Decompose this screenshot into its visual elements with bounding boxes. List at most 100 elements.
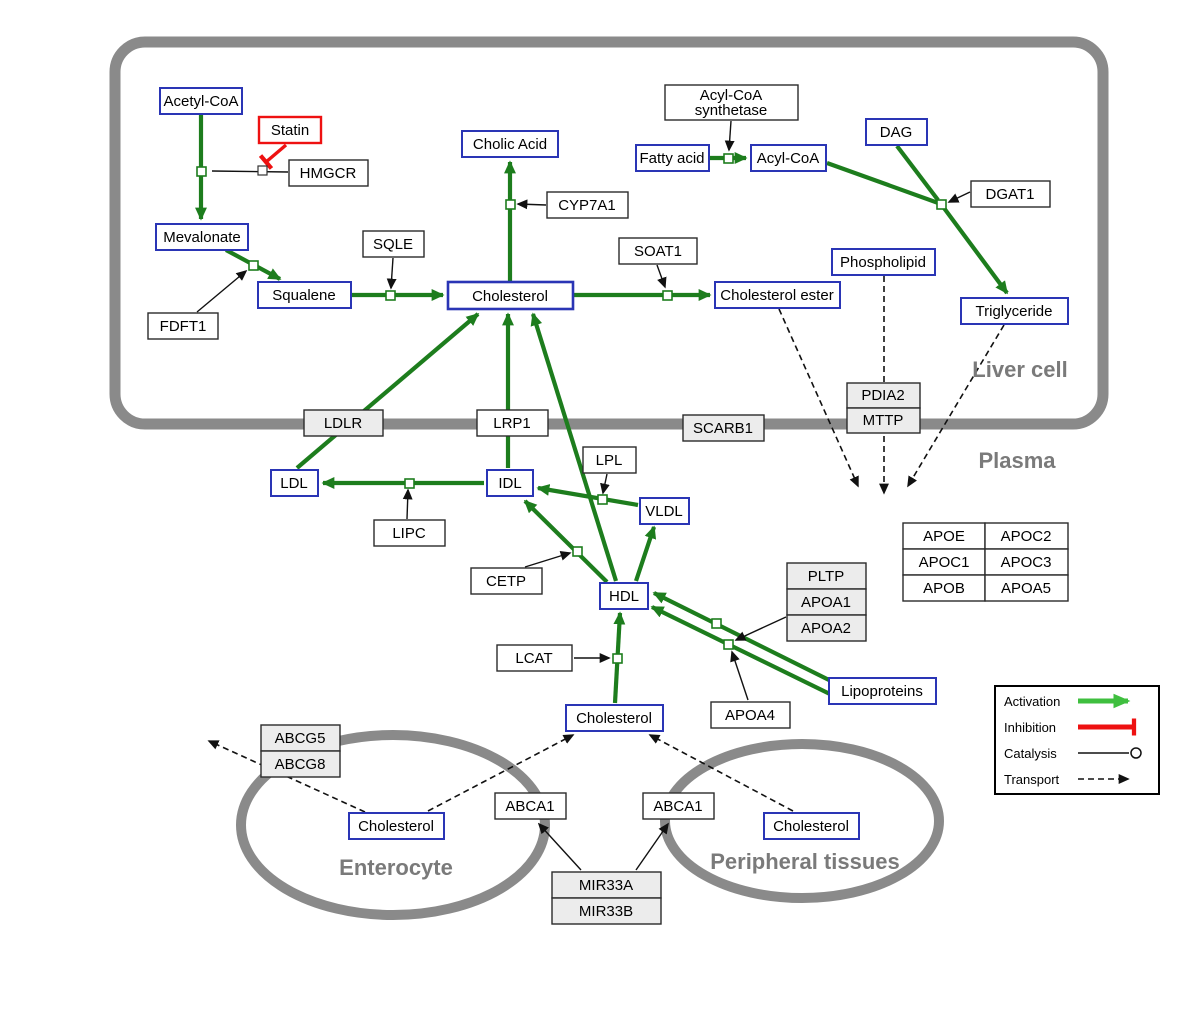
node-phospholipid[interactable]: Phospholipid — [831, 248, 936, 276]
legend-box — [994, 685, 1160, 795]
node-acyl-coa-synthetase[interactable]: Acyl-CoA synthetase — [664, 84, 799, 121]
node-apoc3[interactable]: APOC3 — [984, 548, 1069, 576]
catalysis-port-hmgcr — [257, 165, 268, 176]
node-dag[interactable]: DAG — [865, 118, 928, 146]
node-ldl-label: LDL — [280, 475, 308, 492]
node-cholesterol-plasma-label: Cholesterol — [576, 710, 652, 727]
node-apoe[interactable]: APOE — [902, 522, 986, 550]
node-acetyl-coa[interactable]: Acetyl-CoA — [159, 87, 243, 115]
node-apoc2[interactable]: APOC2 — [984, 522, 1069, 550]
node-apoc1[interactable]: APOC1 — [902, 548, 986, 576]
node-apoa2[interactable]: APOA2 — [786, 614, 867, 642]
node-idl-label: IDL — [498, 475, 521, 492]
node-vldl[interactable]: VLDL — [639, 497, 690, 525]
node-ldlr[interactable]: LDLR — [303, 409, 384, 437]
node-abcg8[interactable]: ABCG8 — [260, 750, 341, 778]
node-abcg5-label: ABCG5 — [275, 730, 326, 747]
node-lipoproteins[interactable]: Lipoproteins — [828, 677, 937, 705]
node-ldlr-label: LDLR — [324, 415, 363, 432]
liver-cell-label: Liver cell — [972, 357, 1067, 382]
node-mir33a-label: MIR33A — [579, 877, 633, 894]
node-lrp1[interactable]: LRP1 — [476, 409, 549, 437]
peripheral-tissues-label: Peripheral tissues — [710, 849, 900, 874]
node-triglyceride-label: Triglyceride — [976, 303, 1053, 320]
edge-transport-enterocyte-plasma — [427, 734, 575, 812]
node-lcat[interactable]: LCAT — [496, 644, 573, 672]
node-triglyceride[interactable]: Triglyceride — [960, 297, 1069, 325]
node-idl[interactable]: IDL — [486, 469, 534, 497]
node-dgat1[interactable]: DGAT1 — [970, 180, 1051, 208]
node-scarb1-label: SCARB1 — [693, 420, 753, 437]
node-fatty-acid-label: Fatty acid — [639, 150, 704, 167]
enterocyte-label: Enterocyte — [339, 855, 453, 880]
node-abcg5[interactable]: ABCG5 — [260, 724, 341, 752]
edge-acylcoa-synthetase-catalysis — [724, 120, 735, 152]
legend-inhibition-row: Inhibition — [1004, 718, 1137, 736]
edge-cyp7a1-catalysis — [516, 199, 547, 210]
node-cholesterol-liver-label: Cholesterol — [472, 288, 548, 305]
node-cholesterol-ester[interactable]: Cholesterol ester — [714, 281, 841, 309]
node-cholesterol-enterocyte[interactable]: Cholesterol — [348, 812, 445, 840]
node-sqle-label: SQLE — [373, 236, 413, 253]
node-squalene[interactable]: Squalene — [257, 281, 352, 309]
node-abca1-right-label: ABCA1 — [653, 798, 702, 815]
node-apoa1-label: APOA1 — [801, 594, 851, 611]
node-mevalonate[interactable]: Mevalonate — [155, 223, 249, 251]
edge-apoa4-catalysis — [730, 650, 749, 701]
node-soat1[interactable]: SOAT1 — [618, 237, 698, 265]
node-cholesterol-liver[interactable]: Cholesterol — [446, 280, 575, 311]
node-mir33b[interactable]: MIR33B — [551, 897, 662, 925]
node-squalene-label: Squalene — [272, 287, 335, 304]
edge-lipc-catalysis — [402, 488, 413, 520]
node-apoa1[interactable]: APOA1 — [786, 588, 867, 616]
node-apoa4[interactable]: APOA4 — [710, 701, 791, 729]
node-apob[interactable]: APOB — [902, 574, 986, 602]
node-apoa5[interactable]: APOA5 — [984, 574, 1069, 602]
reaction-node-pltp — [711, 618, 722, 629]
edge-lpl-catalysis — [600, 473, 610, 495]
liver-cell-membrane — [109, 36, 1109, 430]
node-statin[interactable]: Statin — [257, 115, 323, 145]
edge-hdl-idl-cetp — [523, 499, 609, 584]
node-mir33a[interactable]: MIR33A — [551, 871, 662, 899]
node-sqle[interactable]: SQLE — [362, 230, 425, 258]
node-acyl-coa-synthetase-label-1: Acyl-CoA — [700, 87, 763, 104]
node-fdft1[interactable]: FDFT1 — [147, 312, 219, 340]
node-mttp-label: MTTP — [863, 412, 904, 429]
edge-mir33-abca1-left — [537, 822, 582, 871]
node-abca1-right[interactable]: ABCA1 — [642, 792, 715, 820]
node-mttp[interactable]: MTTP — [846, 407, 921, 434]
node-pdia2[interactable]: PDIA2 — [846, 382, 921, 409]
node-cholic-acid[interactable]: Cholic Acid — [461, 130, 559, 158]
node-hdl[interactable]: HDL — [599, 582, 649, 610]
node-apoe-label: APOE — [923, 528, 965, 545]
node-hmgcr-label: HMGCR — [300, 165, 357, 182]
node-cholesterol-peripheral[interactable]: Cholesterol — [763, 812, 860, 840]
edge-dgat1-catalysis — [947, 191, 971, 203]
node-cholic-acid-label: Cholic Acid — [473, 136, 547, 153]
node-cholesterol-enterocyte-label: Cholesterol — [358, 818, 434, 835]
node-fatty-acid[interactable]: Fatty acid — [635, 144, 710, 172]
reaction-node-lcat — [612, 653, 623, 664]
node-lipc[interactable]: LIPC — [373, 519, 446, 547]
node-abca1-left-label: ABCA1 — [505, 798, 554, 815]
plasma-label: Plasma — [978, 448, 1056, 473]
node-lipoproteins-label: Lipoproteins — [841, 683, 923, 700]
edge-fdft1-catalysis — [196, 269, 248, 313]
legend-transport-row: Transport — [1004, 772, 1130, 787]
node-hmgcr[interactable]: HMGCR — [288, 159, 369, 187]
reaction-node-fdft1 — [248, 260, 259, 271]
node-abca1-left[interactable]: ABCA1 — [494, 792, 567, 820]
node-ldl[interactable]: LDL — [270, 469, 319, 497]
reaction-node-lipc — [404, 478, 415, 489]
node-apoa5-label: APOA5 — [1001, 580, 1051, 597]
node-scarb1[interactable]: SCARB1 — [682, 414, 765, 442]
node-cyp7a1[interactable]: CYP7A1 — [546, 191, 629, 219]
node-acyl-coa[interactable]: Acyl-CoA — [750, 144, 827, 172]
edge-cetp-catalysis — [524, 551, 572, 568]
node-cetp[interactable]: CETP — [470, 567, 543, 595]
node-pltp[interactable]: PLTP — [786, 562, 867, 590]
node-lpl[interactable]: LPL — [582, 446, 637, 474]
node-cholesterol-plasma[interactable]: Cholesterol — [565, 704, 664, 732]
